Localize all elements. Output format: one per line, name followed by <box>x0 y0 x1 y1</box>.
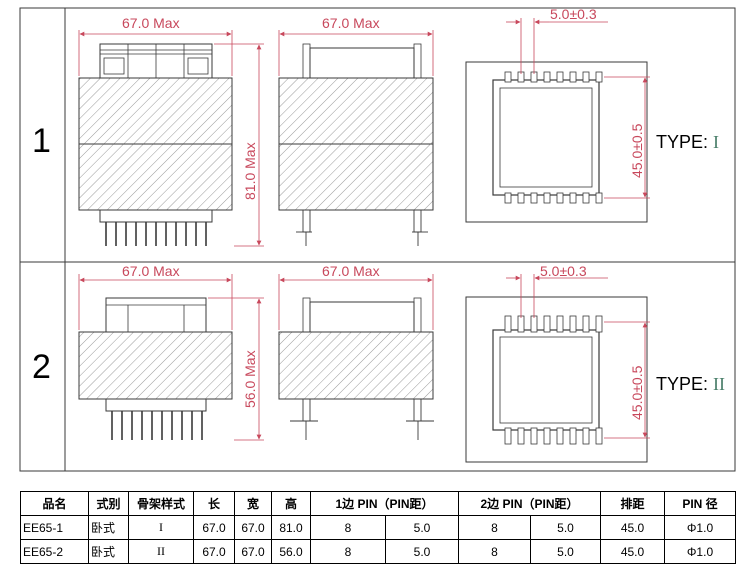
side-width-dim-2 <box>278 274 434 330</box>
type-label-2: TYPE: II <box>656 374 725 394</box>
height-label-1: 81.0 Max <box>242 142 258 200</box>
type-text-1: TYPE: <box>656 132 713 152</box>
row-label-2: 2 <box>32 348 51 386</box>
type-label-1: TYPE: I <box>656 132 719 152</box>
header-height: 高 <box>271 491 311 516</box>
bottom-view-2: 5.0±0.3 45.0±0.5 TYPE: II <box>465 263 725 463</box>
cell-row-spacing: 45.0 <box>600 515 665 540</box>
pin-pitch-label-2: 5.0±0.3 <box>540 263 587 279</box>
table-header-row: 品名 式别 骨架样式 长 宽 高 1边 PIN（PIN距） 2边 PIN（PIN… <box>20 491 736 516</box>
table-row: EE65-1 卧式 I 67.0 67.0 81.0 8 5.0 8 5.0 4… <box>20 515 736 540</box>
cell-side1-pitch: 5.0 <box>385 515 459 540</box>
cell-side1-pins: 8 <box>310 515 386 540</box>
front-width-label-2: 67.0 Max <box>122 263 180 279</box>
cell-height: 81.0 <box>271 515 311 540</box>
cell-width: 67.0 <box>234 539 272 564</box>
cell-side2-pitch: 5.0 <box>530 539 601 564</box>
cell-style: 卧式 <box>88 515 129 540</box>
pin-row-bottom-2 <box>504 427 603 445</box>
bottom-view-1: 5.0±0.3 45.0±0.5 TYPE: I <box>465 6 719 223</box>
header-product-name: 品名 <box>20 491 89 516</box>
cell-side2-pitch: 5.0 <box>530 515 601 540</box>
pins-side-1 <box>296 209 428 246</box>
transformer-drawing: 1 2 <box>19 6 736 472</box>
cell-side2-pins: 8 <box>458 515 531 540</box>
bobbin-bottom-1 <box>99 209 213 223</box>
side-width-label-2: 67.0 Max <box>322 263 380 279</box>
core-side-lower-1 <box>278 143 434 211</box>
pins-side-2 <box>290 398 434 440</box>
table-row: EE65-2 卧式 II 67.0 67.0 56.0 8 5.0 8 5.0 … <box>20 539 736 564</box>
header-bobbin-style: 骨架样式 <box>128 491 194 516</box>
header-pin-diameter: PIN 径 <box>664 491 736 516</box>
core-2 <box>78 331 233 400</box>
pin-pitch-dim-2 <box>506 274 608 318</box>
side-view-1: 67.0 Max <box>278 15 434 246</box>
cell-bobbin-style: II <box>128 539 194 564</box>
header-side2-pin: 2边 PIN（PIN距） <box>458 491 601 516</box>
bottom-view-frame-2 <box>465 296 648 463</box>
height-label-2: 56.0 Max <box>242 350 258 408</box>
cell-side1-pitch: 5.0 <box>385 539 459 564</box>
cell-side2-pins: 8 <box>458 539 531 564</box>
cell-product-name: EE65-2 <box>20 539 89 564</box>
type-numeral-1: I <box>713 132 719 152</box>
front-width-dim-1 <box>78 30 233 76</box>
front-width-dim-2 <box>78 274 233 330</box>
cell-side1-pins: 8 <box>310 539 386 564</box>
pins-front-2 <box>111 411 203 440</box>
front-width-label-1: 67.0 Max <box>122 15 180 31</box>
pins-front-1 <box>105 222 207 246</box>
header-length: 长 <box>193 491 235 516</box>
row-spacing-dim-1 <box>604 76 650 199</box>
bobbin-bottom-2 <box>105 398 207 412</box>
side-width-label-1: 67.0 Max <box>322 15 380 31</box>
front-view-2: 67.0 Max 56.0 Max <box>78 263 264 441</box>
core-side-upper-1 <box>278 77 434 145</box>
drawing-frame <box>19 7 736 472</box>
height-dim-1 <box>214 43 264 247</box>
type-text-2: TYPE: <box>656 374 713 394</box>
pin-pitch-label-1: 5.0±0.3 <box>550 6 597 22</box>
side-width-dim-1 <box>278 30 434 76</box>
core-upper-1 <box>78 77 233 145</box>
spec-table: 品名 式别 骨架样式 长 宽 高 1边 PIN（PIN距） 2边 PIN（PIN… <box>20 491 736 564</box>
core-side-2 <box>278 331 434 400</box>
header-width: 宽 <box>234 491 272 516</box>
header-style: 式别 <box>88 491 129 516</box>
pin-pitch-dim-1 <box>506 18 608 74</box>
bobbin-top-2 <box>105 297 207 333</box>
cell-pin-diameter: Φ1.0 <box>664 515 736 540</box>
side-view-2: 67.0 Max <box>278 263 434 440</box>
panel-1: 67.0 Max 81.0 Max <box>78 6 719 247</box>
cell-bobbin-style: I <box>128 515 194 540</box>
pin-row-top-2 <box>504 315 603 333</box>
cell-product-name: EE65-1 <box>20 515 89 540</box>
pin-row-top-1 <box>504 71 603 83</box>
row-spacing-label-1: 45.0±0.5 <box>629 123 645 178</box>
row-label-1: 1 <box>32 122 51 160</box>
bobbin-side-top-2 <box>309 301 415 333</box>
row-spacing-dim-2 <box>604 321 650 439</box>
panel-2: 67.0 Max 56.0 Max <box>78 263 725 463</box>
cell-pin-diameter: Φ1.0 <box>664 539 736 564</box>
bobbin-side-top-1 <box>309 47 415 79</box>
cell-style: 卧式 <box>88 539 129 564</box>
cell-width: 67.0 <box>234 515 272 540</box>
cell-height: 56.0 <box>271 539 311 564</box>
pin-row-bottom-1 <box>504 192 603 204</box>
core-lower-1 <box>78 143 233 211</box>
cell-length: 67.0 <box>193 515 235 540</box>
header-row-spacing: 排距 <box>600 491 665 516</box>
header-side1-pin: 1边 PIN（PIN距） <box>310 491 459 516</box>
front-view-1: 67.0 Max 81.0 Max <box>78 15 264 247</box>
height-dim-2 <box>208 297 264 441</box>
cell-row-spacing: 45.0 <box>600 539 665 564</box>
row-spacing-label-2: 45.0±0.5 <box>629 365 645 420</box>
type-numeral-2: II <box>713 374 725 394</box>
cell-length: 67.0 <box>193 539 235 564</box>
